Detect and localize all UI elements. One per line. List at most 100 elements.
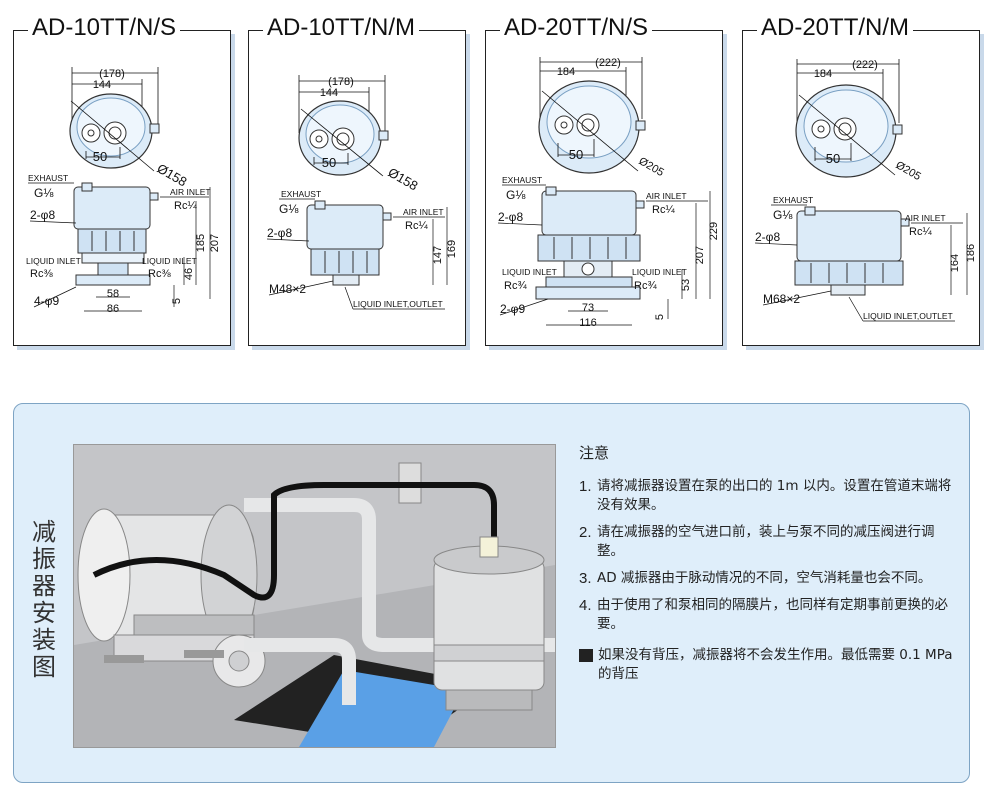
note-item: 3. AD 减振器由于脉动情况的不同，空气消耗量也会不同。 bbox=[579, 569, 959, 588]
dim-222: (222) bbox=[595, 57, 621, 69]
dim-diameter: Ø205 bbox=[894, 159, 923, 183]
dim-164: 164 bbox=[949, 254, 961, 272]
note-number: 1. bbox=[579, 478, 592, 495]
installation-illustration bbox=[73, 444, 556, 748]
pump-dampener-diagram bbox=[74, 445, 555, 747]
dim-86: 86 bbox=[107, 303, 119, 315]
dim-73: 73 bbox=[582, 302, 594, 314]
thread-label: M48×2 bbox=[269, 282, 306, 296]
note-number: 3. bbox=[579, 570, 592, 587]
dim-185: 185 bbox=[195, 234, 207, 252]
thread-label: M68×2 bbox=[763, 292, 800, 306]
liquid-inlet-left: LIQUID INLET bbox=[26, 256, 81, 266]
square-bullet-icon bbox=[579, 649, 593, 662]
dim-50: 50 bbox=[569, 147, 583, 162]
air-inlet-label: AIR INLET bbox=[646, 191, 687, 201]
dim-5: 5 bbox=[171, 298, 183, 304]
dim-222: (222) bbox=[852, 59, 878, 71]
liquid-inlet-right: LIQUID INLET bbox=[142, 256, 197, 266]
liquid-inlet-right: LIQUID INLET bbox=[632, 267, 687, 277]
exhaust-label: EXHAUST bbox=[502, 175, 542, 185]
note-number: 2. bbox=[579, 524, 592, 541]
dim-50: 50 bbox=[322, 155, 336, 170]
liquid-thread-right: Rc⅜ bbox=[148, 268, 171, 280]
top-view: (222) 184 50 Ø205 bbox=[538, 57, 666, 179]
dim-178: (178) bbox=[99, 68, 125, 80]
model-title: AD-10TT/N/S bbox=[28, 13, 181, 43]
note-number: 4. bbox=[579, 597, 592, 614]
model-title: AD-10TT/N/M bbox=[263, 13, 420, 43]
dim-46: 46 bbox=[183, 268, 195, 280]
dimension-drawing: (222) 184 50 Ø205 EXHAUST bbox=[497, 57, 720, 329]
note-text: 请将减振器设置在泵的出口的 1m 以内。设置在管道末端将没有效果。 bbox=[597, 478, 952, 513]
top-view: (222) 184 50 Ø205 bbox=[795, 59, 923, 183]
air-inlet-thread: Rc¼ bbox=[652, 204, 675, 216]
liquid-inlet-outlet-label: LIQUID INLET,OUTLET bbox=[863, 311, 953, 321]
air-inlet-thread: Rc¼ bbox=[405, 220, 428, 232]
drawing-panel-ad10tt-n-s: AD-10TT/N/S (178) 144 50 Ø158 bbox=[13, 13, 231, 346]
dim-178: (178) bbox=[328, 76, 354, 88]
air-inlet-thread: Rc¼ bbox=[909, 226, 932, 238]
dim-207: 207 bbox=[209, 234, 221, 252]
side-view: EXHAUST G⅛ AIR INLET Rc¼ 2-φ8 169 147 M4… bbox=[266, 189, 458, 310]
drawing-panel-ad20tt-n-m: AD-20TT/N/M (222) 184 50 Ø205 bbox=[742, 13, 980, 346]
exhaust-thread: G⅛ bbox=[506, 188, 526, 202]
top-view: (178) 144 50 Ø158 bbox=[69, 67, 190, 190]
air-hose bbox=[92, 482, 497, 601]
dim-207: 207 bbox=[694, 246, 706, 264]
air-inlet-thread: Rc¼ bbox=[174, 200, 197, 212]
drawing-panel-ad10tt-n-m: AD-10TT/N/M (178) 144 50 Ø158 bbox=[248, 13, 466, 346]
dim-144: 144 bbox=[93, 79, 111, 91]
exhaust-label: EXHAUST bbox=[281, 189, 321, 199]
drawing-panel-ad20tt-n-s: AD-20TT/N/S (222) 184 50 Ø205 bbox=[485, 13, 723, 346]
top-view: (178) 144 50 Ø158 bbox=[298, 75, 421, 194]
dim-53: 53 bbox=[680, 279, 692, 291]
dim-184: 184 bbox=[557, 66, 575, 78]
dimension-drawing: (178) 144 50 Ø158 EXHAUST bbox=[26, 67, 221, 315]
dimension-drawing: (178) 144 50 Ø158 EXHAUST G⅛ bbox=[266, 75, 458, 310]
dim-diameter: Ø158 bbox=[155, 161, 190, 190]
air-inlet-label: AIR INLET bbox=[170, 187, 211, 197]
model-title: AD-20TT/N/S bbox=[500, 13, 653, 43]
side-view: EXHAUST G⅛ AIR INLET Rc¼ 2-φ8 LIQUID INL… bbox=[497, 175, 720, 329]
exhaust-label: EXHAUST bbox=[773, 195, 813, 205]
model-title: AD-20TT/N/M bbox=[757, 13, 914, 43]
exhaust-thread: G⅛ bbox=[773, 208, 793, 222]
water-pit bbox=[299, 670, 464, 747]
exhaust-label: EXHAUST bbox=[28, 173, 68, 183]
side-holes-label: 2-φ8 bbox=[30, 208, 55, 222]
footnote: 如果没有背压，减振器将不会发生作用。最低需要 0.1 MPa 的背压 bbox=[579, 646, 959, 684]
caution-notes: 注意 1. 请将减振器设置在泵的出口的 1m 以内。设置在管道末端将没有效果。 … bbox=[579, 442, 959, 692]
side-holes-label: 2-φ8 bbox=[267, 226, 292, 240]
note-item: 1. 请将减振器设置在泵的出口的 1m 以内。设置在管道末端将没有效果。 bbox=[579, 477, 959, 515]
note-text: 请在减振器的空气进口前，装上与泵不同的减压阀进行调整。 bbox=[597, 524, 935, 559]
side-holes-label: 2-φ8 bbox=[755, 230, 780, 244]
dim-184: 184 bbox=[814, 68, 832, 80]
liquid-inlet-left: LIQUID INLET bbox=[502, 267, 557, 277]
air-inlet-label: AIR INLET bbox=[905, 213, 946, 223]
footnote-text: 如果没有背压，减振器将不会发生作用。最低需要 0.1 MPa 的背压 bbox=[598, 647, 953, 682]
dim-147: 147 bbox=[432, 246, 444, 264]
base-holes-label: 2-φ9 bbox=[500, 302, 525, 316]
dim-58: 58 bbox=[107, 288, 119, 300]
liquid-thread-left: Rc¾ bbox=[504, 280, 527, 292]
dim-5: 5 bbox=[654, 314, 666, 320]
side-view: EXHAUST G⅛ AIR INLET Rc¼ 2-φ8 186 164 M6… bbox=[754, 195, 977, 322]
dim-diameter: Ø158 bbox=[386, 165, 421, 194]
dim-116: 116 bbox=[579, 317, 597, 329]
side-holes-label: 2-φ8 bbox=[498, 210, 523, 224]
dim-diameter: Ø205 bbox=[637, 155, 666, 179]
installation-title: 减振器安装图 bbox=[32, 518, 56, 681]
notes-title: 注意 bbox=[579, 444, 610, 462]
pump bbox=[77, 504, 266, 688]
side-view: EXHAUST G⅛ AIR INLET Rc¼ 2-φ8 LIQUID INL… bbox=[26, 173, 221, 315]
liquid-thread-right: Rc¾ bbox=[634, 280, 657, 292]
dim-144: 144 bbox=[320, 87, 338, 99]
exhaust-thread: G⅛ bbox=[279, 202, 299, 216]
liquid-inlet-outlet-label: LIQUID INLET,OUTLET bbox=[353, 299, 443, 309]
dampener bbox=[433, 536, 545, 711]
note-text: 由于使用了和泵相同的隔膜片，也同样有定期事前更换的必要。 bbox=[597, 597, 948, 632]
dimension-drawing: (222) 184 50 Ø205 EXHAUST G⅛ bbox=[754, 59, 977, 322]
dim-169: 169 bbox=[446, 240, 458, 258]
suction-pipe bbox=[244, 638, 356, 705]
